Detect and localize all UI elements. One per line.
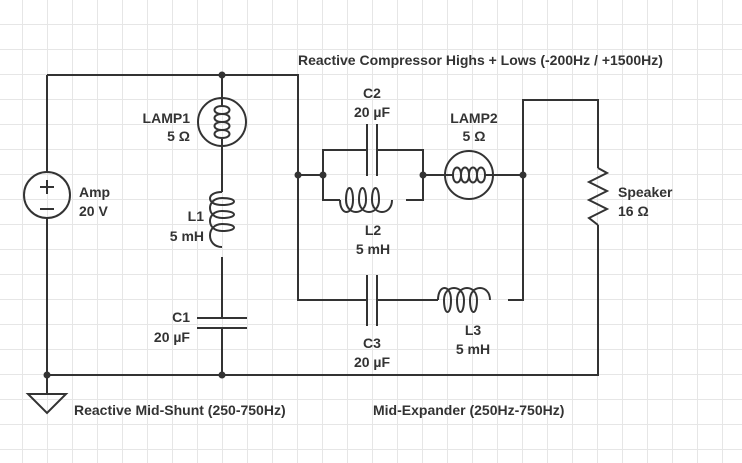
parallel-tank-left-wire [298, 149, 445, 176]
l3-inductor-icon [437, 287, 491, 313]
l1-inductor-icon [209, 191, 235, 248]
speaker-resistor-icon [586, 167, 610, 226]
l3-name-label: L3 [465, 322, 482, 338]
lamp1-value-label: 5 Ω [167, 128, 190, 144]
compressor-title: Reactive Compressor Highs + Lows (-200Hz… [298, 52, 663, 68]
junction-dot [294, 171, 302, 179]
amp-voltage-source-icon [23, 171, 71, 219]
lamp2-name-label: LAMP2 [450, 110, 498, 126]
junction-dot [43, 371, 51, 379]
c3-value-label: 20 µF [354, 354, 391, 370]
c1-value-label: 20 µF [154, 329, 191, 345]
amp-name-label: Amp [79, 184, 110, 200]
l3-value-label: 5 mH [456, 341, 490, 357]
l2-inductor-icon [339, 187, 393, 213]
junction-dot [218, 71, 226, 79]
lamp1-icon [197, 97, 247, 147]
expander-title: Mid-Expander (250Hz-750Hz) [373, 402, 564, 418]
c1-capacitor-icon [197, 317, 247, 329]
l2-name-label: L2 [365, 222, 382, 238]
l2-value-label: 5 mH [356, 241, 390, 257]
junction-dot [519, 171, 527, 179]
expander-branch-wire [297, 99, 599, 301]
shunt-title: Reactive Mid-Shunt (250-750Hz) [74, 402, 286, 418]
speaker-name-label: Speaker [618, 184, 673, 200]
wires [46, 74, 599, 393]
c2-capacitor-icon [366, 124, 378, 176]
parallel-tank-lower-wire [322, 175, 424, 201]
c1-name-label: C1 [172, 309, 190, 325]
lamp2-icon [444, 150, 494, 200]
ground-icon [25, 393, 69, 415]
junction-dot [319, 171, 327, 179]
amp-bottom-wire [46, 218, 599, 376]
speaker-value-label: 16 Ω [618, 203, 649, 219]
amp-value-label: 20 V [79, 203, 108, 219]
junction-dot [218, 371, 226, 379]
lamp2-value-label: 5 Ω [463, 128, 486, 144]
l1-name-label: L1 [188, 208, 205, 224]
c3-capacitor-icon [366, 275, 378, 326]
junction-dot [419, 171, 427, 179]
c2-value-label: 20 µF [354, 104, 391, 120]
lamp1-name-label: LAMP1 [143, 110, 191, 126]
c2-name-label: C2 [363, 85, 381, 101]
junctions [43, 71, 527, 379]
c3-name-label: C3 [363, 335, 381, 351]
top-rail-wire [47, 74, 299, 175]
l1-value-label: 5 mH [170, 228, 204, 244]
